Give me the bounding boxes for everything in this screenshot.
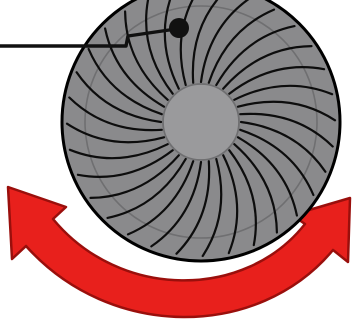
knob: [62, 0, 340, 261]
indicator-dot: [169, 18, 189, 38]
knob-center-hub: [163, 84, 239, 160]
